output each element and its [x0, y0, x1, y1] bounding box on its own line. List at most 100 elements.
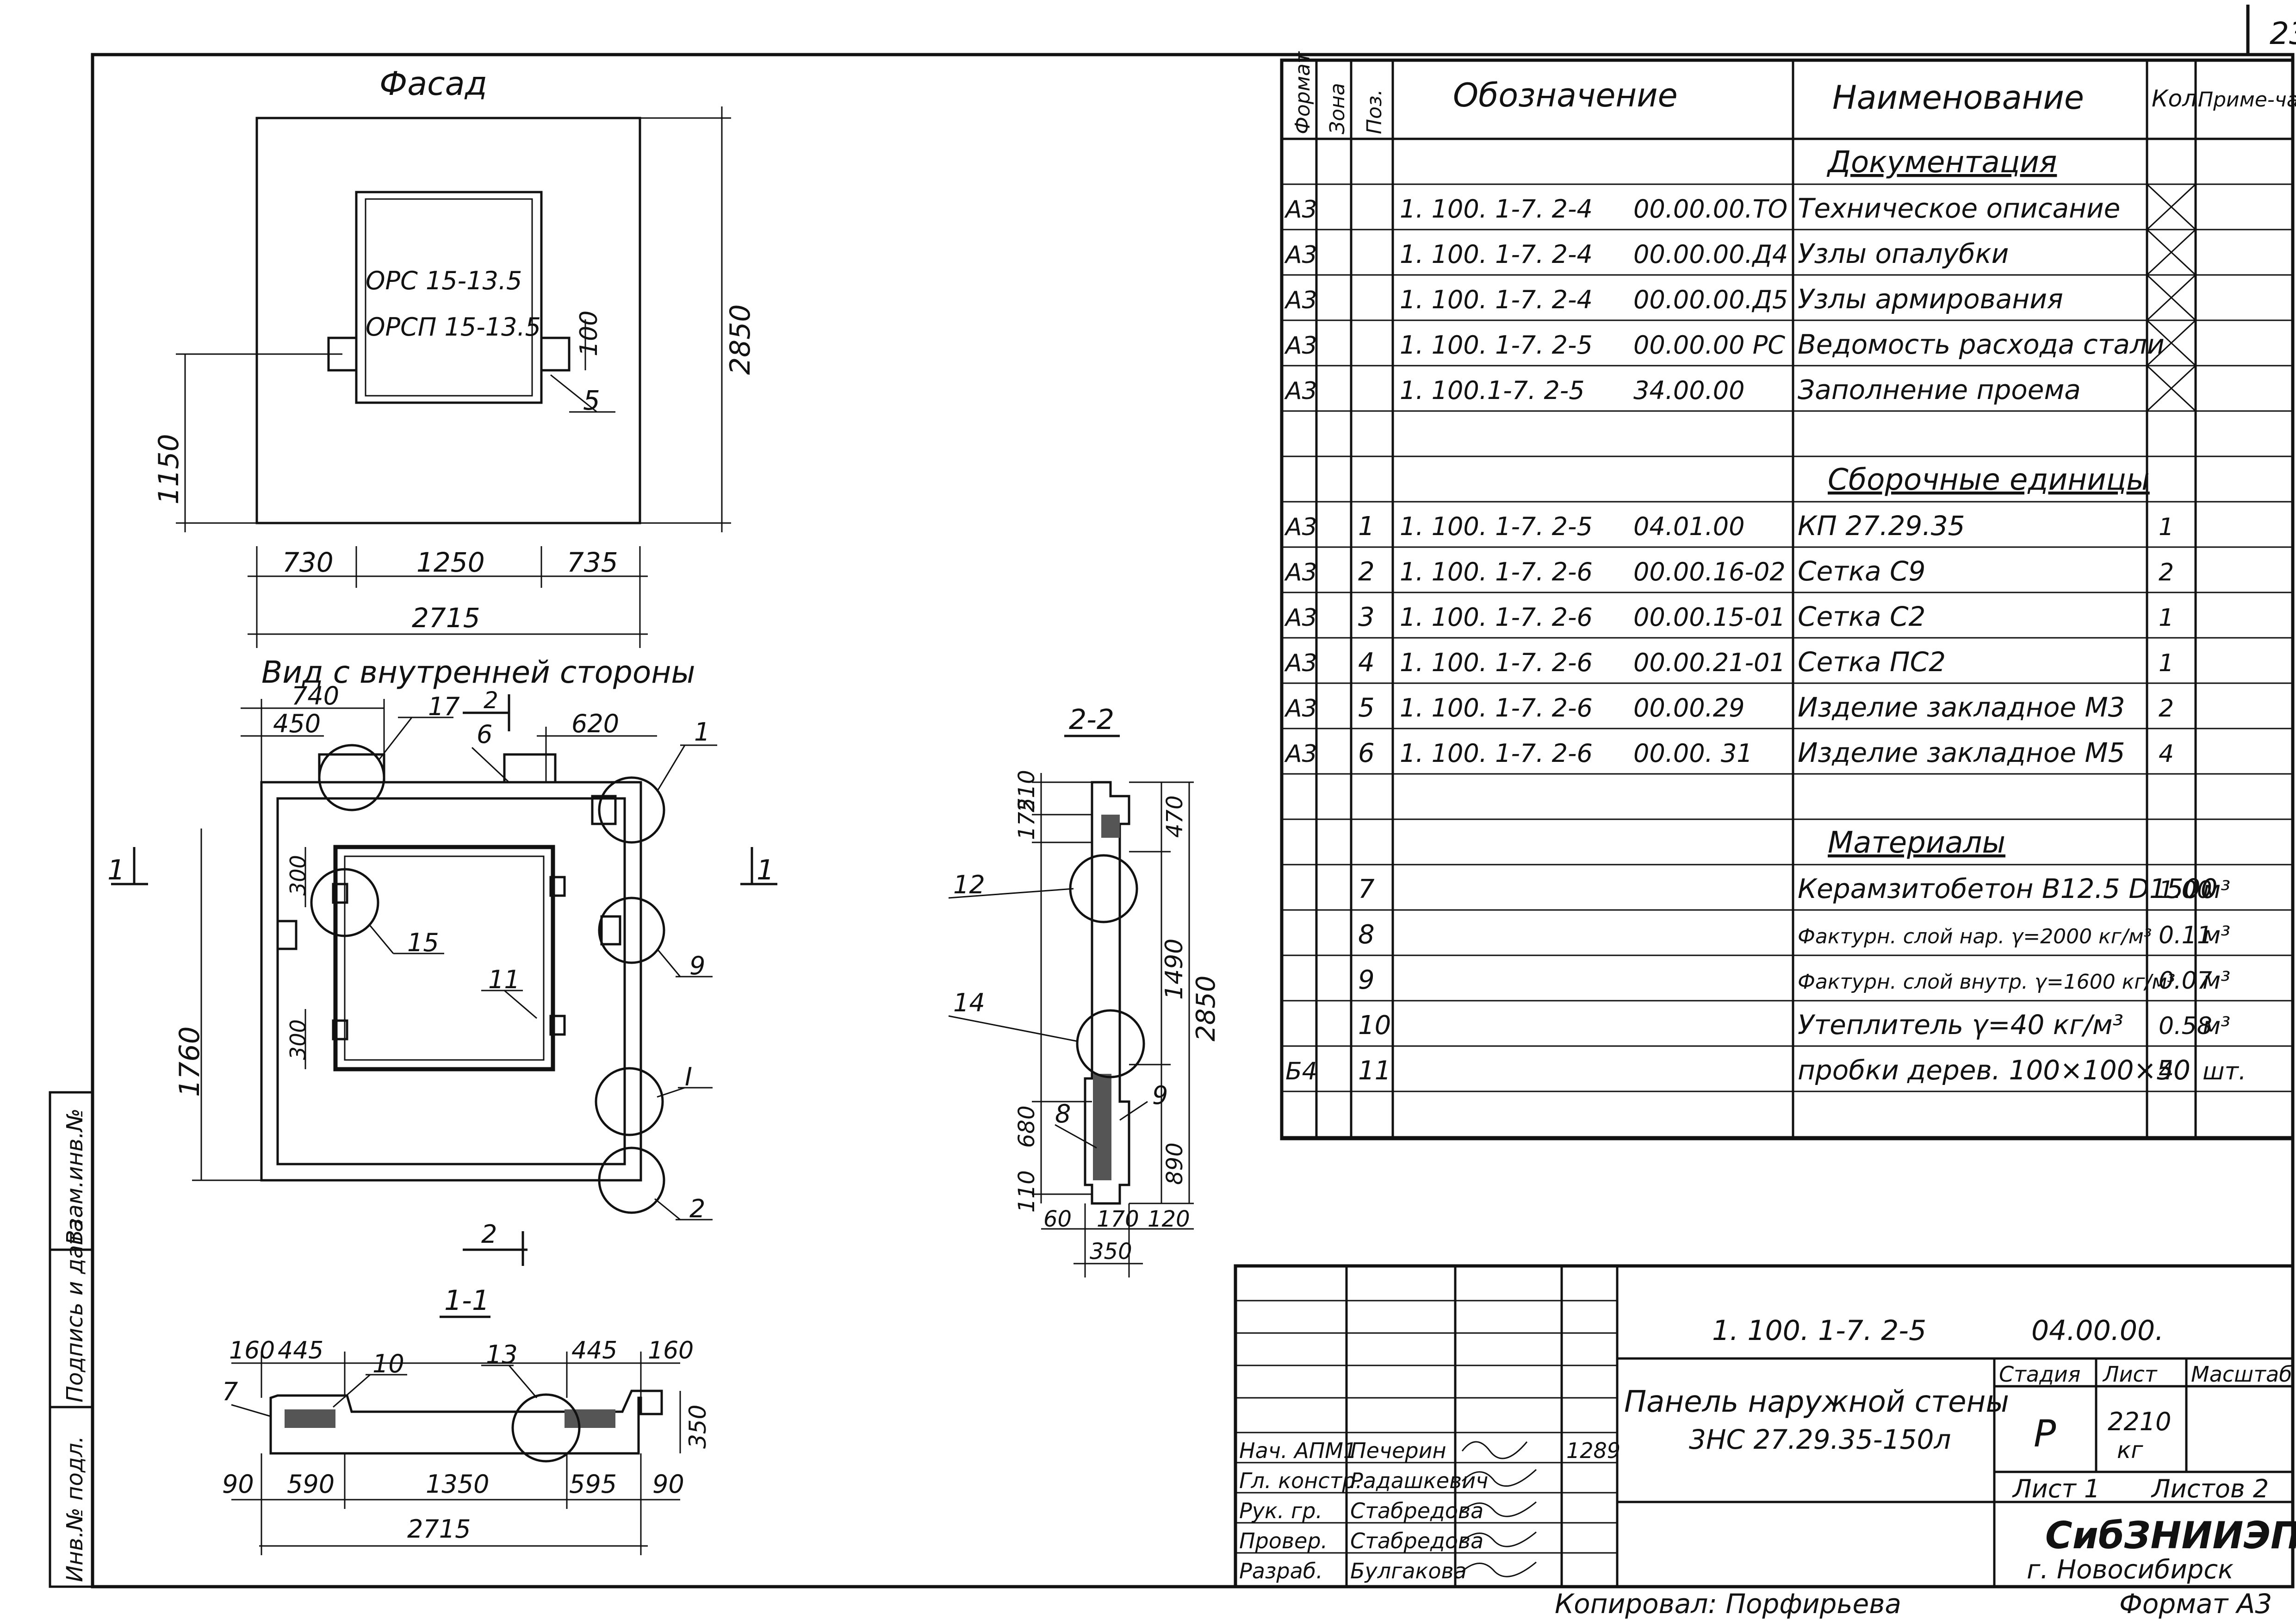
- spec-cell-designation: 1. 100. 1-7. 2-6: [1400, 557, 1593, 586]
- inner-view-title: Вид с внутренней стороны: [261, 654, 695, 690]
- spec-cell-designation: 1. 100. 1-7. 2-6: [1400, 739, 1593, 768]
- spec-cell-name: Фактурн. слой нар. γ=2000 кг/м³: [1798, 925, 2152, 948]
- sec22-dim-210: 210: [1014, 770, 1040, 812]
- facade-window-label-1: ОРС 15-13.5: [366, 266, 522, 295]
- sec22-dim-170: 170: [1097, 1206, 1139, 1232]
- spec-cell-designation-code: 00.00.00.Д4: [1633, 240, 1788, 269]
- staff-name: Радашкевич: [1350, 1468, 1488, 1493]
- sec11-dim-160b: 160: [648, 1337, 694, 1365]
- inner-callout-9: 9: [689, 951, 705, 980]
- tb-sheet-val: 2210: [2108, 1407, 2171, 1436]
- spec-header-designation: Обозначение: [1453, 76, 1678, 114]
- tb-scale-header: Масштаб: [2191, 1362, 2292, 1387]
- spec-cell-designation: 1. 100. 1-7. 2-4: [1400, 240, 1593, 269]
- spec-cell-pos: 1: [1358, 511, 1375, 542]
- facade-window-opening: [355, 191, 543, 404]
- inner-window-frame: [333, 845, 555, 1072]
- spec-cell-format: А3: [1284, 287, 1317, 314]
- inner-detail-circle-1: [598, 776, 665, 844]
- copied-by: Копировал: Порфирьева: [1555, 1588, 1901, 1620]
- spec-cell-designation-code: 04.01.00: [1633, 512, 1744, 541]
- sec22-dim-175: 175: [1014, 798, 1040, 840]
- spec-cell-qty: 0.58: [2159, 1012, 2212, 1040]
- spec-cell-qty: 1: [2159, 513, 2174, 541]
- side-label-inv: Инв.№ подл.: [62, 1436, 88, 1582]
- spec-cell-designation: 1. 100. 1-7. 2-4: [1400, 194, 1593, 224]
- sec11-dim-445b: 445: [571, 1337, 617, 1365]
- spec-cell-name: Фактурн. слой внутр. γ=1600 кг/м³: [1798, 970, 2175, 994]
- spec-table: Формат Зона Поз. Обозначение Наименовани…: [1280, 51, 2296, 1140]
- tb-code: 1. 100. 1-7. 2-5: [1712, 1315, 1926, 1347]
- sec22-dim-2850: 2850: [1191, 975, 1221, 1041]
- sec22-insulation-main: [1093, 1074, 1111, 1180]
- spec-header-note: Приме-чание: [2198, 88, 2296, 112]
- sec22-dim-470: 470: [1162, 795, 1188, 838]
- inner-callout-I: I: [685, 1062, 692, 1091]
- spec-section-heading: Документация: [1826, 145, 2057, 180]
- staff-role: Рук. гр.: [1239, 1498, 1322, 1523]
- spec-header-name: Наименование: [1832, 79, 2084, 117]
- spec-cell-name: Заполнение проема: [1798, 374, 2081, 405]
- spec-cell-designation-code: 00.00.16-02: [1633, 557, 1786, 586]
- tb-name-line2: 3НС 27.29.35-150л: [1689, 1424, 1951, 1455]
- spec-cell-format: А3: [1284, 196, 1317, 224]
- facade-window-label-2: ОРСП 15-13.5: [366, 312, 541, 342]
- spec-cell-name: Изделие закладное М5: [1798, 737, 2125, 768]
- spec-cell-pos: 8: [1358, 920, 1375, 950]
- spec-cell-designation-code: 00.00. 31: [1633, 739, 1753, 768]
- staff-name: Печерин: [1350, 1438, 1446, 1463]
- spec-cell-pos: 5: [1358, 693, 1375, 723]
- tb-sheet-val2: кг: [2117, 1437, 2143, 1464]
- sec11-dim-595: 595: [569, 1470, 617, 1499]
- inner-callout-11: 11: [488, 965, 520, 994]
- staff-name: Стабредова: [1350, 1498, 1483, 1523]
- section-2-2-title: 2-2: [1069, 704, 1114, 736]
- inner-detail-circle-2: [598, 1146, 665, 1214]
- inner-callout-1: 1: [694, 717, 710, 747]
- sec22-insulation-top: [1101, 815, 1120, 838]
- spec-cell-designation: 1. 100. 1-7. 2-6: [1400, 603, 1593, 632]
- facade-dim-left: 730: [282, 547, 334, 578]
- sec22-dim-680: 680: [1014, 1105, 1040, 1148]
- staff-role: Нач. АПМ1: [1239, 1438, 1357, 1463]
- sec11-callout-10: 10: [372, 1349, 404, 1378]
- tb-sheet-no: Лист 1: [2012, 1474, 2100, 1503]
- sec11-dim-90a: 90: [222, 1470, 254, 1499]
- spec-cell-format: А3: [1284, 513, 1317, 541]
- inner-detail-circle-9: [598, 897, 665, 964]
- tb-sheet-header: Лист: [2102, 1362, 2158, 1387]
- staff-name: Стабредова: [1350, 1528, 1483, 1553]
- spec-qty-cross-mark: [2146, 319, 2197, 367]
- spec-cell-designation: 1. 100. 1-7. 2-6: [1400, 693, 1593, 723]
- side-stamp: Инв.№ подл. Подпись и дата Взам.инв.№: [49, 1091, 94, 1588]
- spec-qty-cross-mark: [2146, 183, 2197, 231]
- section-1-1-insulation-right: [565, 1409, 615, 1428]
- sec22-dim-120: 120: [1148, 1206, 1190, 1232]
- inner-dim-620: 620: [571, 709, 619, 738]
- spec-cell-qty: 2: [2159, 559, 2174, 586]
- section-1-1-insulation-left: [285, 1409, 335, 1428]
- inner-callout-2b: 2: [689, 1194, 705, 1223]
- tb-sheets-total: Листов 2: [2151, 1474, 2269, 1503]
- spec-cell-name: Узлы опалубки: [1798, 238, 2009, 269]
- sec11-dim-1350: 1350: [426, 1470, 489, 1499]
- sec22-dim-110: 110: [1014, 1170, 1040, 1213]
- section-mark-1-right: 1: [757, 854, 774, 886]
- spec-cell-qty: 0.11: [2159, 922, 2212, 949]
- facade-dim-height-total: 2850: [724, 304, 757, 375]
- spec-cell-qty: 1: [2159, 604, 2174, 632]
- spec-qty-cross-mark: [2146, 229, 2197, 276]
- spec-cell-format: А3: [1284, 332, 1317, 360]
- spec-section-heading: Материалы: [1828, 826, 2005, 860]
- spec-cell-name: Ведомость расхода стали: [1798, 329, 2165, 360]
- spec-cell-qty: 1: [2159, 649, 2174, 677]
- staff-role: Разраб.: [1239, 1558, 1323, 1583]
- inner-callout-2: 2: [484, 687, 498, 714]
- spec-header-format: Формат: [1291, 51, 1315, 134]
- spec-cell-qty: 4: [2159, 740, 2174, 768]
- sec22-dim-1490: 1490: [1160, 939, 1188, 1000]
- spec-cell-pos: 7: [1358, 874, 1375, 904]
- section-mark-2-bottom: 2: [481, 1220, 497, 1249]
- spec-cell-pos: 10: [1358, 1010, 1391, 1041]
